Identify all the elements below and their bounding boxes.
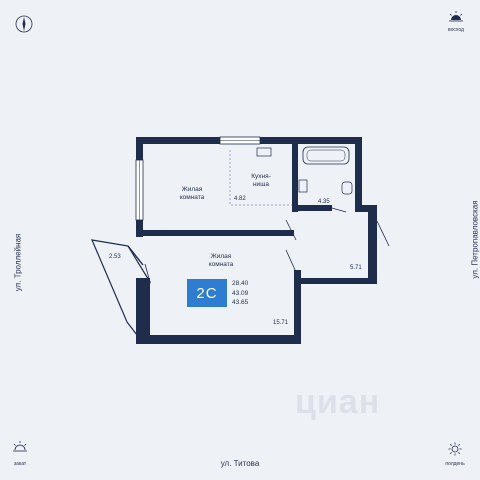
apartment-type-badge: 2С: [187, 279, 227, 307]
watermark: циан: [295, 383, 381, 421]
compass-icon: [15, 15, 33, 33]
noon-label: полдень: [445, 461, 465, 467]
living-room-1-label: Жилая комната: [179, 186, 205, 201]
hallway-area: 5.71: [350, 265, 362, 271]
area-total-with-balcony: 43.65: [232, 299, 249, 306]
bathroom-area: 4.35: [318, 199, 330, 205]
areas-summary: 28.40 43.09 43.65: [232, 279, 248, 308]
kitchen-area: 4.82: [234, 196, 246, 202]
door-balcony: [144, 263, 151, 283]
sunrise-icon: [449, 11, 463, 22]
bathtub-icon: [302, 146, 350, 165]
living-room-1-area: 12.68: [156, 231, 172, 237]
living-room-2-label: Жилая комната: [208, 253, 234, 268]
sunset-icon: [13, 441, 27, 452]
balcony-area: 2.53: [109, 254, 121, 260]
street-bottom: ул. Титова: [220, 459, 260, 468]
wall-bath-bottom: [292, 205, 332, 211]
wall-bath-step: [355, 205, 377, 212]
wall-partition-living: [143, 230, 294, 236]
sink-icon: [256, 147, 272, 157]
door-living2: [285, 249, 297, 273]
wall-hall-right: [368, 205, 377, 284]
sunrise-label: восход: [448, 27, 464, 33]
wall-hall-bottom: [294, 278, 368, 284]
wall-bath-right: [355, 137, 362, 210]
wall-living2-right: [294, 270, 301, 344]
door-bath: [331, 207, 347, 213]
kitchen-label: Кухня- ниша: [251, 173, 271, 188]
wall-partition-bath: [292, 144, 298, 212]
toilet-icon: [341, 181, 353, 195]
area-total: 43.09: [232, 289, 249, 297]
kitchen-zone: [229, 150, 292, 206]
living-room-2-area: 15.71: [273, 320, 289, 326]
door-hall-entry: [376, 220, 390, 247]
sun-icon: [448, 442, 462, 456]
balcony: [91, 239, 151, 337]
area-living: 28.40: [232, 280, 249, 287]
sunset-label: закат: [13, 461, 27, 467]
door-living1: [285, 219, 297, 241]
bath-sink-icon: [298, 179, 308, 193]
wall-bottom: [136, 335, 301, 344]
